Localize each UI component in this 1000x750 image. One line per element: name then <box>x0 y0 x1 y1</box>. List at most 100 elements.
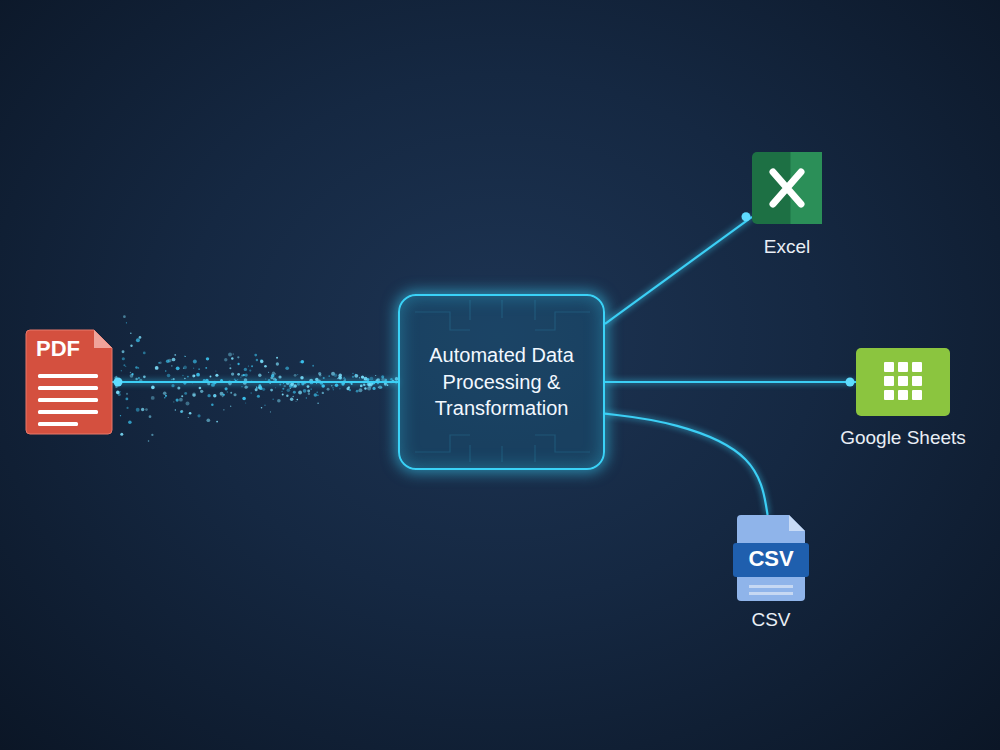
particle <box>311 389 312 390</box>
particle <box>282 391 283 392</box>
particle <box>121 370 122 371</box>
particle <box>192 375 195 378</box>
grid-cell <box>884 376 894 386</box>
particle <box>378 385 382 389</box>
process-title: Automated Data Processing & Transformati… <box>400 342 603 421</box>
particle <box>297 383 300 386</box>
endpoint-dot <box>114 378 123 387</box>
particle <box>308 393 310 395</box>
icon-tile <box>856 348 950 416</box>
particle <box>261 407 263 409</box>
particle <box>316 392 318 394</box>
particle <box>321 384 325 388</box>
particle <box>276 357 278 359</box>
grid-cell <box>884 362 894 372</box>
particle <box>177 387 180 390</box>
particle <box>276 362 279 365</box>
particle <box>139 336 142 339</box>
particle <box>164 397 166 399</box>
particle <box>130 333 131 334</box>
particle <box>332 387 333 388</box>
particle <box>130 345 132 347</box>
particle <box>237 356 239 358</box>
excel-icon: Excel <box>752 152 822 224</box>
particle <box>299 361 301 363</box>
particle <box>206 418 210 422</box>
particle <box>141 408 144 411</box>
particle <box>265 379 266 380</box>
particle <box>215 370 216 371</box>
csv-icon: CSVCSV <box>737 515 805 601</box>
text-line <box>749 585 793 588</box>
particle <box>174 354 176 356</box>
connector-line <box>112 381 398 383</box>
pdf-icon: PDF <box>26 330 112 434</box>
particle <box>136 408 140 412</box>
particle <box>333 389 334 390</box>
particle <box>293 391 296 394</box>
particle <box>126 393 128 395</box>
particle <box>307 385 310 388</box>
particle <box>278 375 281 378</box>
particle <box>210 376 212 378</box>
particle <box>385 379 387 381</box>
grid-cell <box>912 390 922 400</box>
particle <box>358 388 362 392</box>
particle <box>165 370 166 371</box>
particle <box>130 372 131 373</box>
particle <box>138 367 140 369</box>
particle <box>338 373 342 377</box>
particle <box>351 383 353 385</box>
particle <box>283 383 284 384</box>
endpoint-dot <box>742 212 751 221</box>
particle <box>166 359 170 363</box>
grid-cell <box>898 362 908 372</box>
grid-cell <box>898 376 908 386</box>
icon-label: Excel <box>764 236 810 258</box>
particle <box>125 366 126 367</box>
particle <box>256 387 258 389</box>
particle <box>376 378 378 380</box>
particle <box>370 377 374 381</box>
particle <box>151 434 153 436</box>
icon-label: Google Sheets <box>840 427 966 449</box>
text-line <box>38 422 78 426</box>
particle <box>231 357 234 360</box>
particle <box>229 367 231 369</box>
particle <box>198 368 200 370</box>
particle <box>244 373 247 376</box>
particle <box>206 357 209 360</box>
particle <box>145 408 148 411</box>
particle <box>205 367 207 369</box>
particle <box>224 358 227 361</box>
particle <box>188 417 189 418</box>
particle <box>165 395 167 397</box>
particle <box>344 378 346 380</box>
particle <box>171 379 172 380</box>
page-fold <box>94 330 112 348</box>
particle <box>296 401 297 402</box>
particle <box>290 388 291 389</box>
particle <box>135 378 138 381</box>
particle <box>317 395 319 397</box>
particle <box>184 378 185 379</box>
x-mark <box>773 172 801 204</box>
particle <box>245 386 248 389</box>
particle <box>184 392 187 395</box>
particle <box>213 394 216 397</box>
particle <box>176 366 180 370</box>
icon-text: CSV <box>737 546 805 572</box>
icon-tile <box>752 152 822 224</box>
grid-cell <box>884 390 894 400</box>
particle <box>279 383 281 385</box>
particle <box>184 355 186 357</box>
icon-text: PDF <box>36 336 80 362</box>
icon-label: CSV <box>751 609 790 631</box>
particle <box>128 420 132 424</box>
particle <box>216 421 218 423</box>
particle <box>302 383 303 384</box>
particle <box>237 379 238 380</box>
particle <box>125 397 128 400</box>
particle <box>356 390 359 393</box>
particle <box>193 368 194 369</box>
